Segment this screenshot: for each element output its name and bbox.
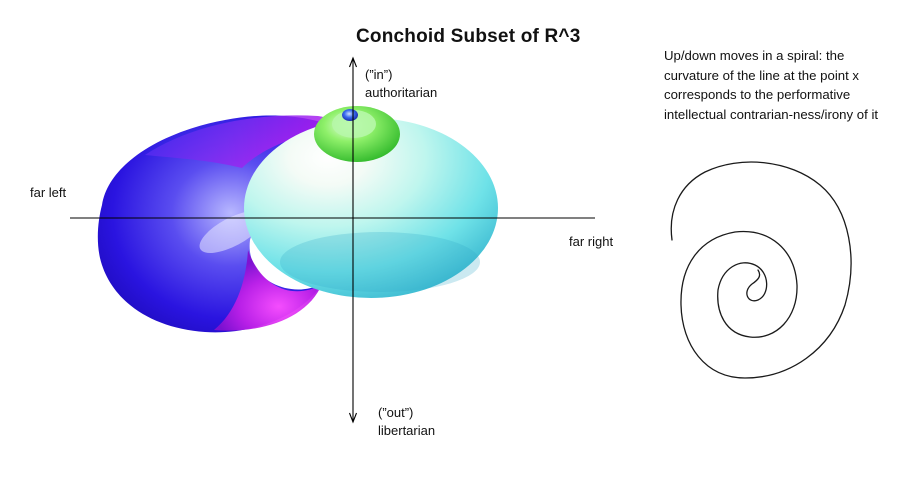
axis-label-libertarian: libertarian (378, 423, 436, 438)
conchoid-shell-rendering (97, 106, 498, 333)
axis-label-far-right: far right (569, 234, 614, 249)
axis-label-in: (”in”) (365, 67, 393, 82)
political-axes (70, 56, 595, 424)
shell-blue-apex (342, 109, 358, 121)
shell-front-shadow (280, 232, 480, 292)
axis-label-authoritarian: authoritarian (365, 85, 438, 100)
axis-arrow-up-icon (348, 56, 358, 68)
hand-drawn-spiral (670, 161, 852, 379)
spiral-explanation-note: Up/down moves in a spiral: the curvature… (664, 48, 879, 122)
axis-arrow-down-icon (348, 412, 358, 424)
shell-back-top-band (145, 115, 342, 168)
shell-magenta-lip (214, 250, 322, 331)
axis-label-far-left: far left (30, 185, 67, 200)
diagram-title: Conchoid Subset of R^3 (356, 26, 581, 47)
shell-front-whorl (244, 118, 498, 298)
axis-label-out: (”out”) (378, 405, 414, 420)
